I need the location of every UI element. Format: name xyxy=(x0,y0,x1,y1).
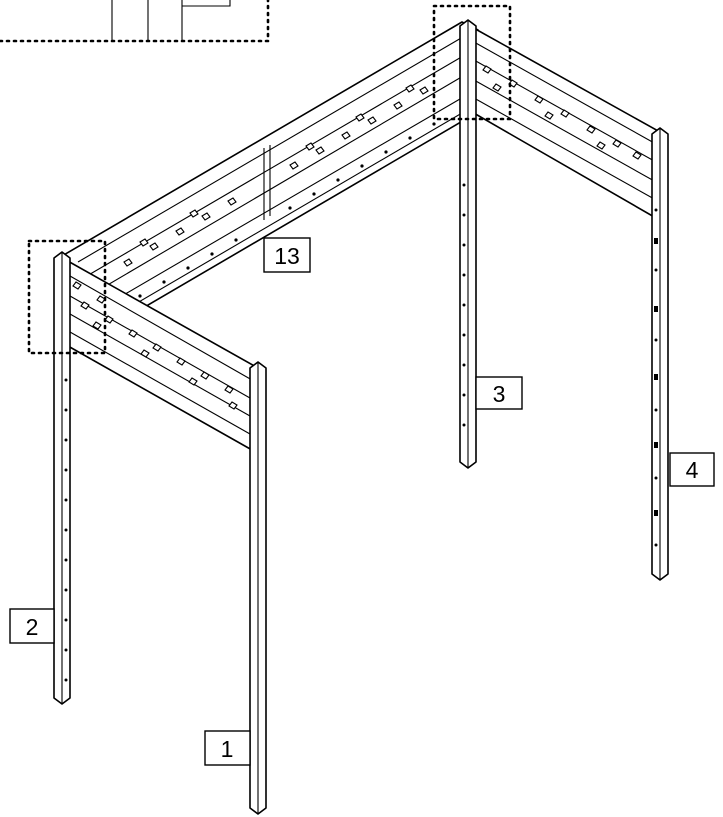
leg-2 xyxy=(53,251,71,705)
callout-leg-3: 3 xyxy=(475,376,523,410)
callout-leg-4: 4 xyxy=(669,452,715,487)
back-rail-diamond-cutouts xyxy=(123,84,429,267)
callout-leg-1: 1 xyxy=(204,730,251,766)
leg-4 xyxy=(651,127,669,581)
back-side-rail xyxy=(61,21,479,347)
callout-rail-13: 13 xyxy=(263,237,311,273)
detail-box-back-corner xyxy=(432,4,512,121)
detail-box-front-corner xyxy=(27,239,107,355)
end-rail-diamond-cutouts xyxy=(482,65,642,160)
svg-text:13: 13 xyxy=(274,243,300,269)
svg-text:2: 2 xyxy=(26,614,39,640)
leg-1 xyxy=(249,361,267,815)
callout-leg-2: 2 xyxy=(9,608,55,644)
svg-text:3: 3 xyxy=(493,381,506,407)
leg-3 xyxy=(459,19,477,469)
svg-text:1: 1 xyxy=(221,736,234,762)
svg-text:4: 4 xyxy=(686,457,699,483)
back-rail-slat-holes xyxy=(138,122,436,298)
detail-inset-fragment xyxy=(0,0,270,43)
front-rail-diamond-cutouts xyxy=(72,281,238,410)
back-end-rail xyxy=(469,25,661,219)
